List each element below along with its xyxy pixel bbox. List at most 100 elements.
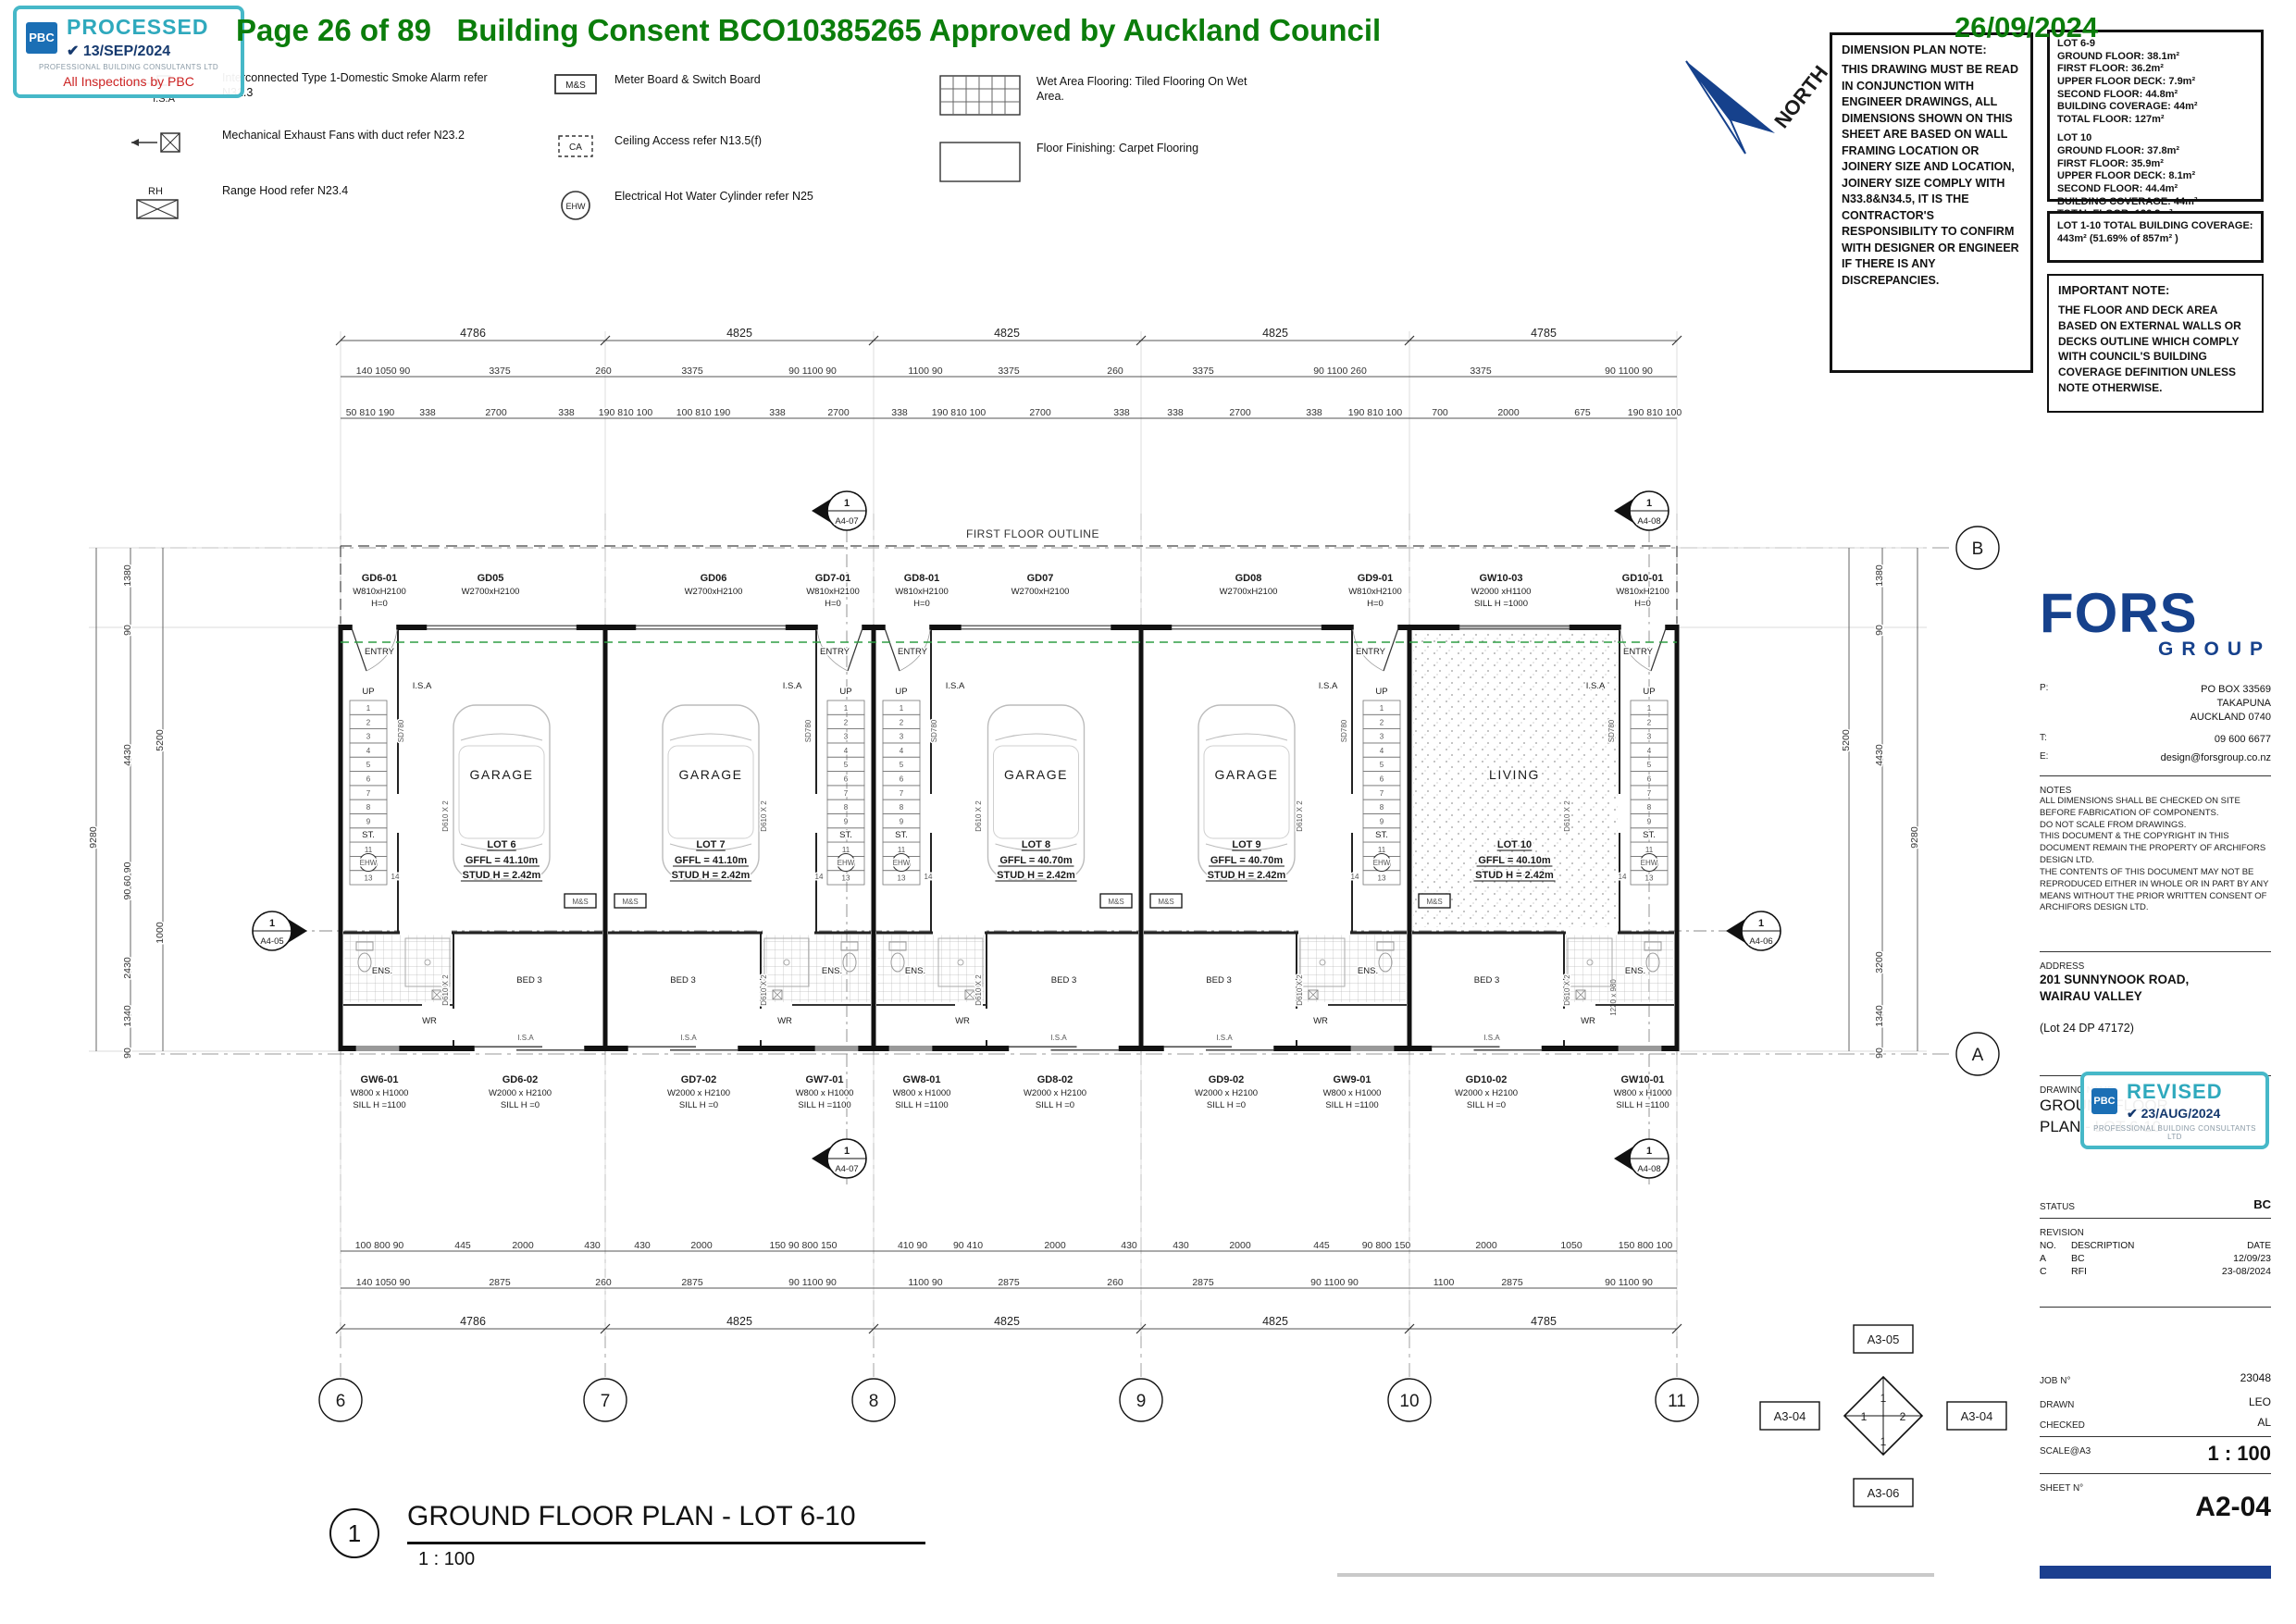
svg-text:I.S.A: I.S.A (1319, 681, 1338, 691)
unit-lot-10: 1234567891011121314UPST.EHWM&SENTRYI.S.A… (1412, 624, 1674, 1052)
svg-text:W810xH2100: W810xH2100 (895, 587, 949, 597)
svg-text:2700: 2700 (1229, 407, 1251, 418)
legend-item-ceiling-access: CA Ceiling Access refer N13.5(f) (552, 133, 762, 159)
note-line: DO NOT SCALE FROM DRAWINGS. (2040, 819, 2187, 830)
svg-text:STUD H = 2.42m: STUD H = 2.42m (997, 870, 1075, 881)
area-line: BUILDING COVERAGE: 44m² (2057, 195, 2198, 207)
svg-text:1: 1 (1646, 1146, 1652, 1157)
svg-text:90 800 150: 90 800 150 (1362, 1240, 1411, 1251)
svg-text:5: 5 (1380, 761, 1384, 769)
svg-text:GFFL = 40.70m: GFFL = 40.70m (999, 855, 1073, 866)
svg-text:STUD H = 2.42m: STUD H = 2.42m (672, 870, 751, 881)
svg-text:SILL H =0: SILL H =0 (501, 1100, 540, 1110)
svg-text:ENTRY: ENTRY (1623, 647, 1654, 657)
svg-text:3: 3 (1380, 733, 1384, 741)
revision-rows: A BC 12/09/23 C RFI 23-08/2024 (2040, 1252, 2271, 1278)
svg-text:8: 8 (844, 803, 849, 812)
svg-text:1: 1 (1647, 704, 1652, 713)
svg-text:I.S.A: I.S.A (413, 681, 432, 691)
sheet-label: SHEET N° (2040, 1483, 2084, 1494)
svg-text:4: 4 (1647, 747, 1652, 755)
svg-text:1: 1 (844, 704, 849, 713)
svg-text:14: 14 (1619, 873, 1627, 881)
revision-table: NO. DESCRIPTION DATE A BC 12/09/23 C RFI… (2040, 1240, 2271, 1278)
svg-text:6: 6 (844, 775, 849, 784)
svg-text:3200: 3200 (1874, 951, 1885, 973)
svg-text:2: 2 (1380, 718, 1384, 726)
svg-text:GD6-01: GD6-01 (362, 573, 398, 584)
svg-text:GD9-01: GD9-01 (1358, 573, 1394, 584)
svg-text:3: 3 (366, 733, 371, 741)
svg-text:2875: 2875 (489, 1277, 511, 1288)
processed-stamp-date: ✔ 13/SEP/2024 (67, 43, 171, 59)
svg-text:LOT 9: LOT 9 (1232, 839, 1260, 850)
svg-text:W810xH2100: W810xH2100 (1616, 587, 1669, 597)
svg-text:ENS.: ENS. (372, 966, 392, 976)
svg-text:I.S.A: I.S.A (1050, 1034, 1067, 1042)
revised-stamp-date: ✔ 23/AUG/2024 (2127, 1106, 2221, 1121)
svg-text:A4-06: A4-06 (1749, 936, 1772, 947)
legend-label: Mechanical Exhaust Fans with duct refer … (222, 129, 465, 142)
svg-text:SD780: SD780 (1340, 719, 1348, 742)
svg-text:GFFL = 40.70m: GFFL = 40.70m (1210, 855, 1284, 866)
legend-item-carpet-floor: Floor Finishing: Carpet Flooring (938, 141, 1198, 185)
svg-text:ENS.: ENS. (1358, 966, 1378, 976)
svg-text:W2000 x H2100: W2000 x H2100 (667, 1088, 730, 1098)
svg-text:9: 9 (1136, 1392, 1147, 1411)
svg-text:11: 11 (365, 846, 373, 854)
legend-label: Meter Board & Switch Board (614, 73, 761, 86)
svg-text:GD7-01: GD7-01 (815, 573, 851, 584)
svg-text:90: 90 (122, 1048, 133, 1059)
svg-text:4785: 4785 (1531, 327, 1557, 340)
revision-row: A BC 12/09/23 (2040, 1252, 2271, 1265)
job-value: 23048 (2240, 1371, 2271, 1384)
svg-text:W2000 x H2100: W2000 x H2100 (1455, 1088, 1518, 1098)
svg-text:W2000 x H2100: W2000 x H2100 (1024, 1088, 1086, 1098)
svg-text:D610 X 2: D610 X 2 (1563, 800, 1571, 832)
svg-text:GARAGE: GARAGE (470, 767, 534, 782)
svg-text:RH: RH (148, 186, 163, 197)
svg-text:2700: 2700 (485, 407, 507, 418)
svg-text:338: 338 (1167, 407, 1184, 418)
svg-text:7: 7 (900, 789, 904, 798)
svg-text:90 1100 90: 90 1100 90 (1605, 1277, 1653, 1288)
svg-text:90: 90 (122, 625, 133, 636)
svg-text:LOT 7: LOT 7 (696, 839, 725, 850)
legend-label: Electrical Hot Water Cylinder refer N25 (614, 190, 813, 203)
svg-text:I.S.A: I.S.A (946, 681, 965, 691)
svg-text:14: 14 (1351, 873, 1359, 881)
area-line: FIRST FLOOR: 35.9m² (2057, 157, 2164, 169)
svg-text:3375: 3375 (681, 366, 703, 377)
svg-text:CA: CA (569, 143, 582, 153)
legend-label: Floor Finishing: Carpet Flooring (1036, 142, 1199, 155)
dimension-note-body: THIS DRAWING MUST BE READ IN CONJUNCTION… (1842, 63, 2019, 287)
svg-text:H=0: H=0 (1367, 599, 1384, 609)
contact-line: TAKAPUNA (2216, 697, 2271, 709)
svg-text:GW9-01: GW9-01 (1334, 1074, 1371, 1085)
svg-text:EHW: EHW (1373, 859, 1391, 867)
contact-line: PO BOX 33569 (2201, 684, 2271, 695)
svg-text:1: 1 (1758, 918, 1764, 929)
svg-text:1000: 1000 (155, 922, 166, 944)
address-value: 201 SUNNYNOOK ROAD,WAIRAU VALLEY (2040, 972, 2271, 1004)
svg-text:1380: 1380 (122, 564, 133, 587)
pbc-logo-icon: PBC (2091, 1087, 2117, 1114)
svg-text:2000: 2000 (512, 1240, 534, 1251)
svg-text:5200: 5200 (155, 729, 166, 751)
rev-no: A (2040, 1253, 2047, 1264)
svg-text:7: 7 (1380, 789, 1384, 798)
approval-date: 26/09/2024 (1955, 11, 2099, 43)
svg-text:ENTRY: ENTRY (820, 647, 850, 657)
dimension-note-title: DIMENSION PLAN NOTE: (1842, 43, 1987, 56)
svg-text:GD10-01: GD10-01 (1622, 573, 1664, 584)
svg-text:4825: 4825 (1262, 1315, 1288, 1328)
svg-text:GD10-02: GD10-02 (1466, 1074, 1508, 1085)
svg-text:2000: 2000 (690, 1240, 713, 1251)
svg-text:14: 14 (815, 873, 824, 881)
svg-text:90 1100 90: 90 1100 90 (1310, 1277, 1359, 1288)
svg-text:2: 2 (900, 718, 904, 726)
svg-text:A4-08: A4-08 (1637, 1164, 1660, 1174)
svg-text:430: 430 (634, 1240, 651, 1251)
svg-text:EHW: EHW (1641, 859, 1658, 867)
